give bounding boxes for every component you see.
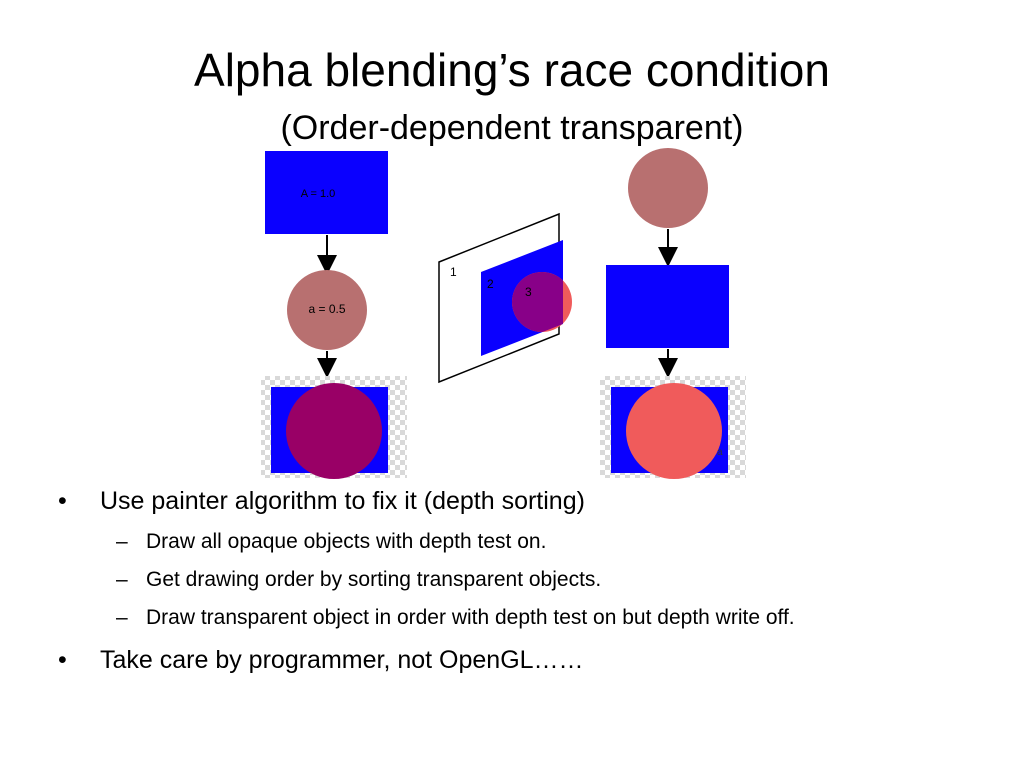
translucent-circle <box>287 270 367 350</box>
sub-bullet-depth-write: – Draw transparent object in order with … <box>110 602 958 633</box>
bullet-marker: • <box>58 487 67 515</box>
sub-bullet-marker: – <box>116 568 128 591</box>
layer-stack: 1 2 3 <box>438 212 572 384</box>
layer-2-label: 2 <box>487 277 494 291</box>
sub-bullet-marker: – <box>116 530 128 553</box>
sub-bullet-sorting: – Get drawing order by sorting transpare… <box>110 564 958 595</box>
layer-1-label: 1 <box>450 265 457 279</box>
layer-3-circle-inside <box>512 272 563 332</box>
translucent-circle-label: a = 0.5 <box>308 302 345 316</box>
sub-bullet-text: Draw all opaque objects with depth test … <box>146 530 547 553</box>
bullet-list: • Use painter algorithm to fix it (depth… <box>58 484 958 685</box>
opaque-blue-box <box>265 151 388 234</box>
right-flow: a <box>600 148 746 479</box>
sub-bullet-text: Draw transparent object in order with de… <box>146 606 795 629</box>
left-flow: A = 1.0 a = 0.5 <box>261 151 407 479</box>
sub-bullet-opaque: – Draw all opaque objects with depth tes… <box>110 526 958 557</box>
bullet-painter-algorithm: • Use painter algorithm to fix it (depth… <box>58 484 958 518</box>
layer-3-label: 3 <box>525 285 532 299</box>
right-result-label: a <box>717 447 723 458</box>
right-opaque-box <box>606 265 729 348</box>
sub-bullet-marker: – <box>116 606 128 629</box>
right-translucent-circle <box>628 148 708 228</box>
bullet-text: Take care by programmer, not OpenGL…… <box>100 646 584 674</box>
sub-bullet-text: Get drawing order by sorting transparent… <box>146 568 602 591</box>
left-result-circle <box>286 383 382 479</box>
bullet-marker: • <box>58 646 67 674</box>
right-result-circle <box>626 383 722 479</box>
bullet-text: Use painter algorithm to fix it (depth s… <box>100 487 585 515</box>
opaque-box-label: A = 1.0 <box>301 188 336 200</box>
bullet-programmer: • Take care by programmer, not OpenGL…… <box>58 643 958 677</box>
slide-title: Alpha blending’s race condition <box>194 44 830 96</box>
slide-subtitle: (Order-dependent transparent) <box>280 109 744 147</box>
